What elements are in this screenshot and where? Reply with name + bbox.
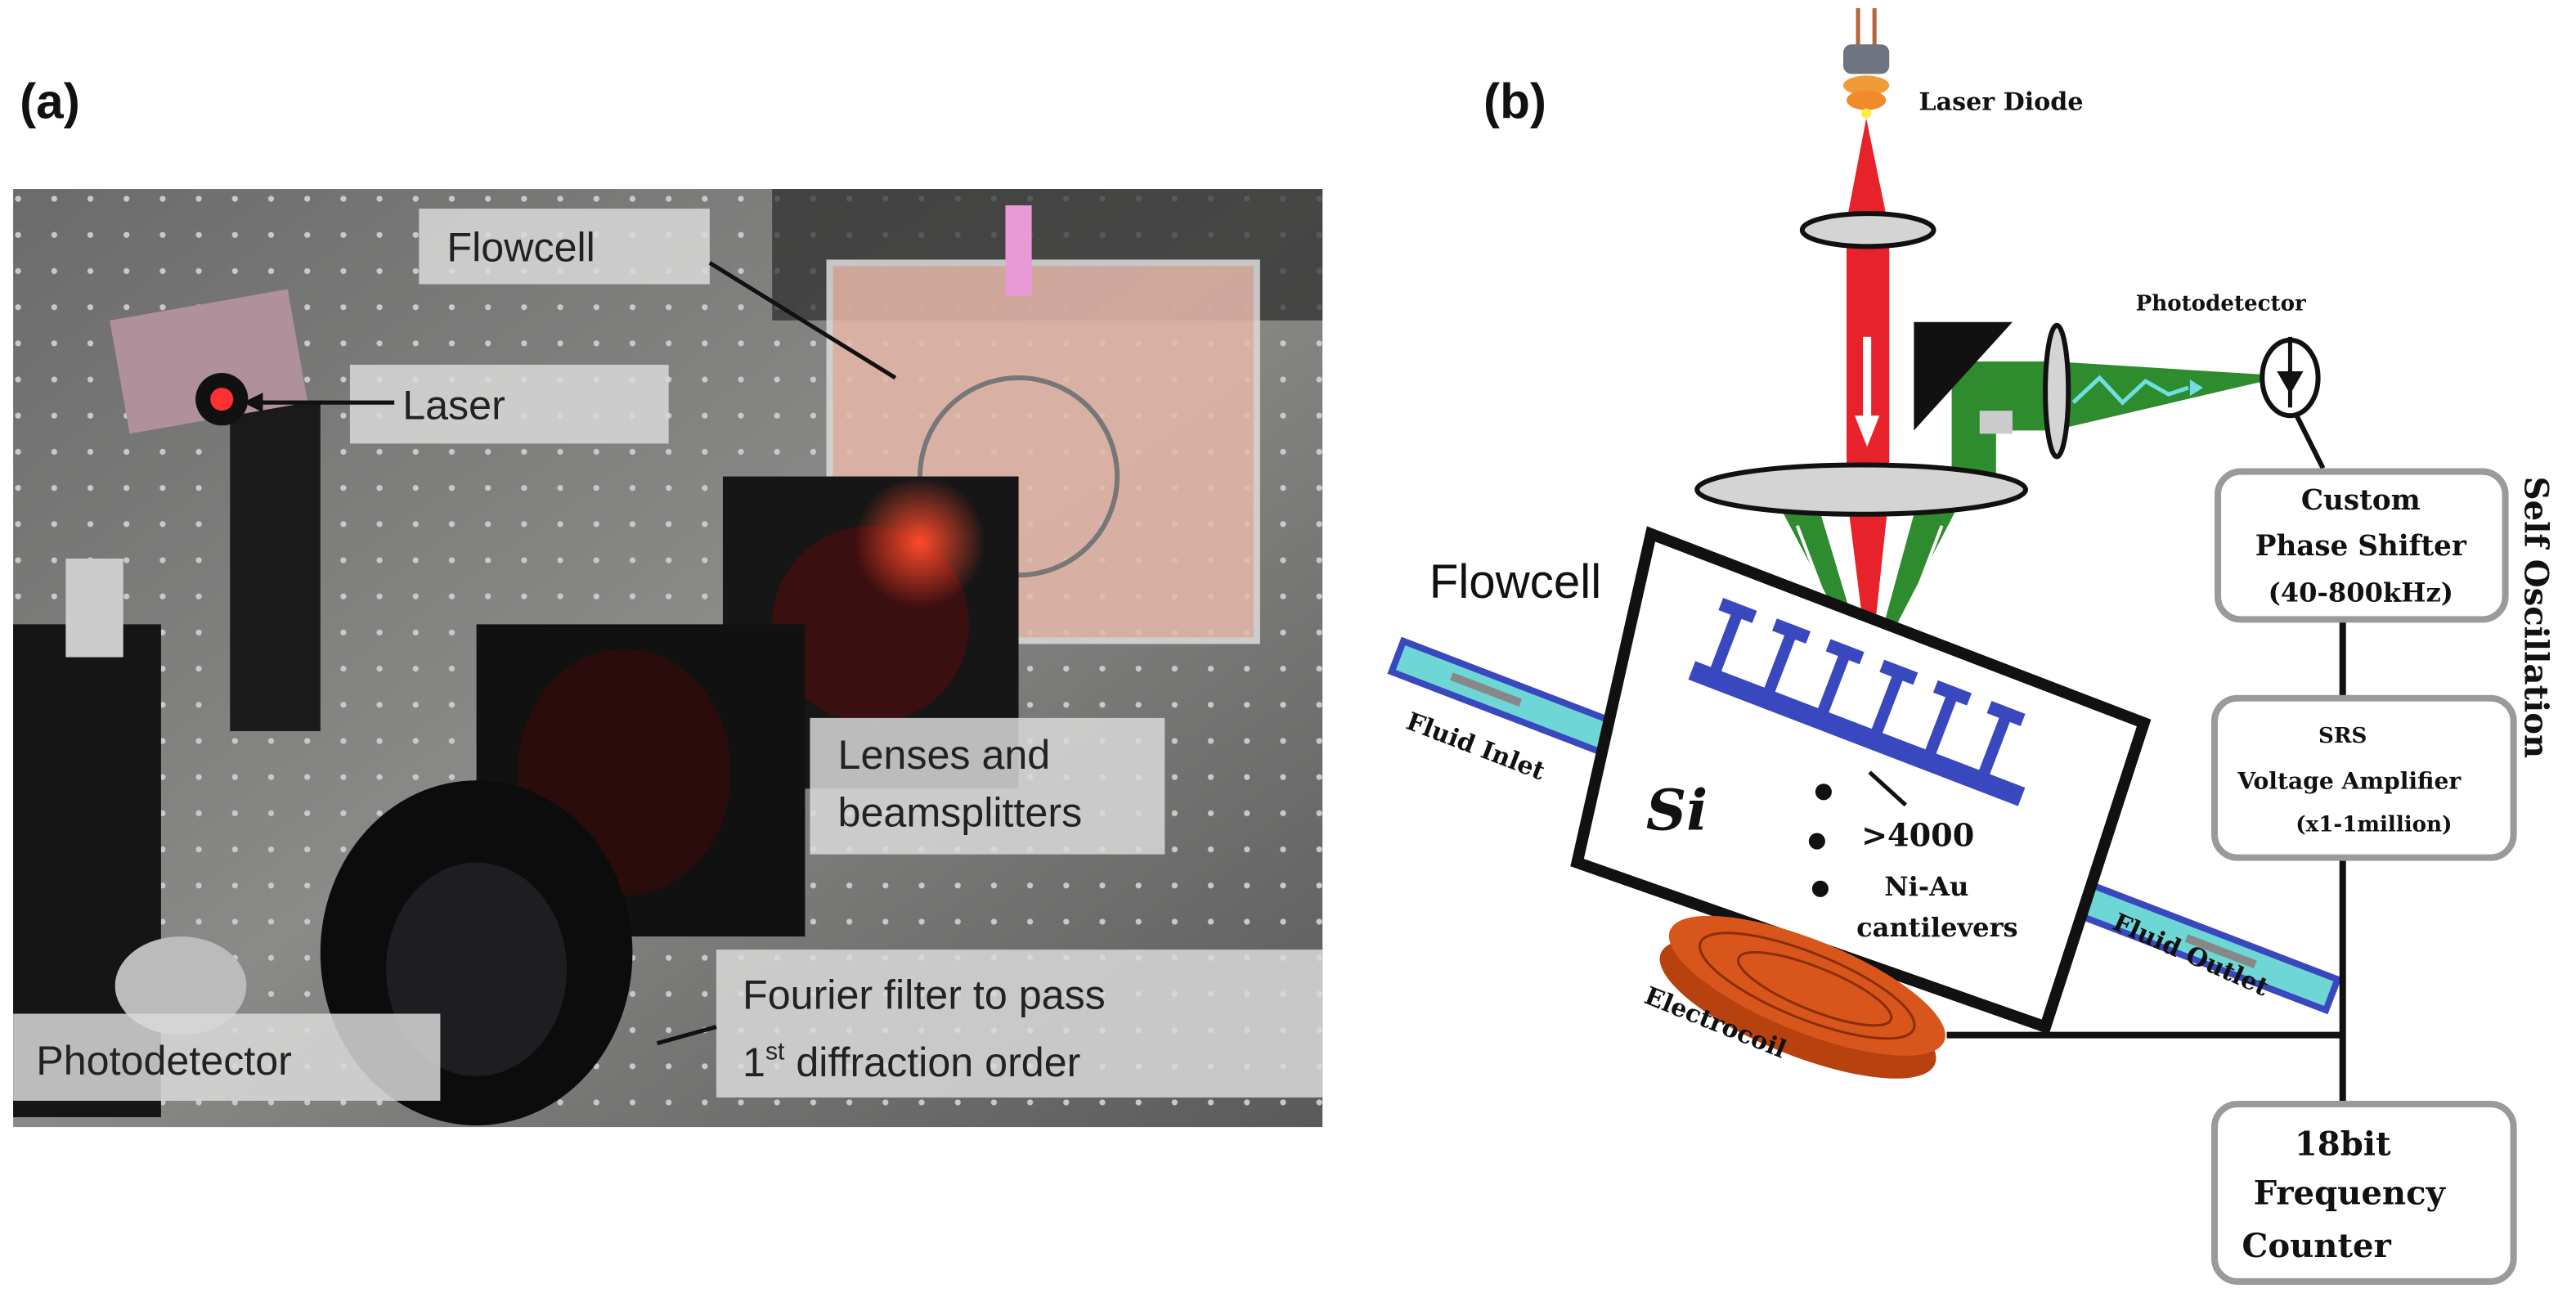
arrow	[708, 261, 897, 380]
laser-diode-label: Laser Diode	[1919, 88, 2083, 117]
box-text: 18bit	[2295, 1125, 2391, 1163]
fluid-outlet-tube	[2061, 874, 2342, 1015]
annotation-text: beamsplitters	[838, 789, 1083, 835]
cantilever-count: >4000	[1861, 817, 1974, 854]
frequency-counter-box: 18bit Frequency Counter	[2210, 1100, 2517, 1285]
box-text: Frequency	[2254, 1174, 2447, 1213]
si-label: Si	[1646, 778, 1708, 843]
photodetector-icon	[2260, 336, 2326, 469]
laser-diode-icon	[1843, 8, 1890, 119]
box-text: SRS	[2318, 723, 2367, 748]
annotation-text: Lenses and	[838, 732, 1051, 778]
voltage-amplifier-box: SRS Voltage Amplifier (x1-1million)	[2210, 694, 2517, 861]
cantilever-label: cantilevers	[1856, 912, 2018, 943]
annotation-text: Flowcell	[447, 224, 595, 270]
photodetector-label: Photodetector	[2136, 291, 2307, 317]
annotation-text: 1st diffraction order	[743, 1039, 1080, 1085]
box-text: Voltage Amplifier	[2237, 767, 2462, 794]
annotation-text: Laser	[402, 382, 505, 428]
annotation-photodetector: Photodetector	[13, 1013, 441, 1101]
cantilever-array	[1688, 597, 2026, 806]
arrowhead	[243, 393, 263, 413]
box-text: Custom	[2301, 484, 2421, 517]
phase-shifter-box: Custom Phase Shifter (40-800kHz)	[2215, 468, 2509, 623]
box-text: (40-800kHz)	[2269, 577, 2453, 608]
box-text: Counter	[2242, 1227, 2391, 1265]
lens-top	[1799, 211, 1936, 249]
box-text: Phase Shifter	[2255, 530, 2467, 563]
lens-objective	[1694, 462, 2029, 517]
annotation-lenses: Lenses and beamsplitters	[810, 717, 1165, 855]
annotation-fourier: Fourier filter to pass 1st diffraction o…	[656, 950, 1323, 1098]
panel-a-label: (a)	[20, 74, 80, 129]
ellipsis-dots	[1808, 783, 1832, 897]
flowcell-label: Flowcell	[1429, 555, 1601, 608]
panel-b-label: (b)	[1483, 74, 1546, 129]
annotation-text: Fourier filter to pass	[743, 972, 1106, 1017]
cantilever-material: Ni-Au	[1884, 871, 1968, 902]
box-text: (x1-1million)	[2296, 812, 2452, 837]
annotation-text: Photodetector	[36, 1038, 292, 1084]
arrow	[656, 1025, 717, 1046]
electrocoil-icon	[1659, 915, 1945, 1079]
annotation-flowcell: Flowcell	[419, 209, 897, 380]
annotation-laser: Laser	[243, 364, 669, 444]
signal-wires	[1946, 619, 2346, 1104]
self-oscillation-label: Self Oscillation	[2517, 477, 2556, 759]
laser-beam	[1845, 118, 1890, 677]
lens-small	[2043, 322, 2071, 460]
